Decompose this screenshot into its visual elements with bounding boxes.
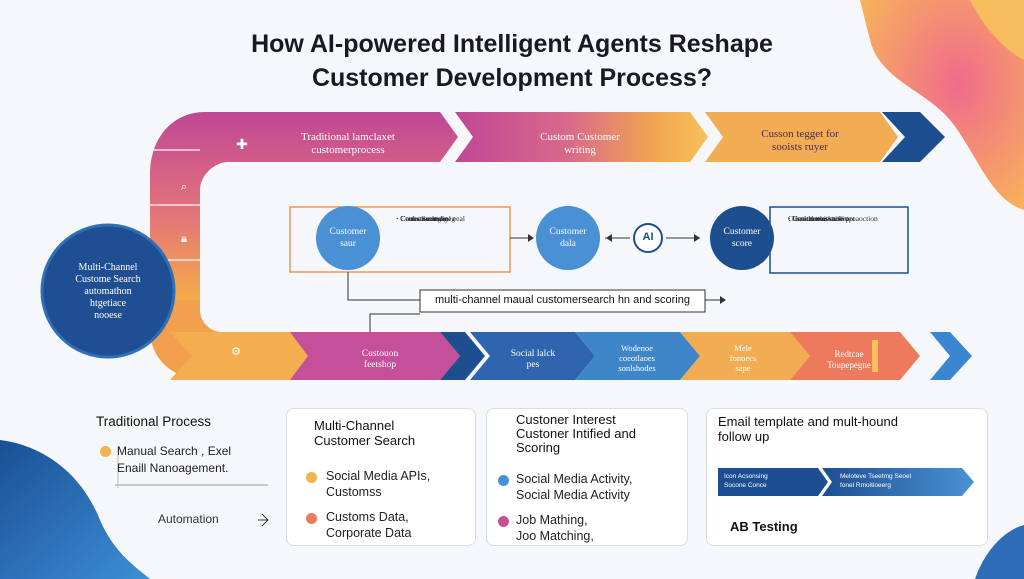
decor-blob-bottom-right [975,525,1024,579]
node-1-label: Customer saur [329,227,367,249]
traditional-item: Manual Search , Exel Enaill Nanoagement. [117,444,232,475]
node-3-label: Customer score [723,227,761,249]
card-3-strip-left-text: Icon Acsonsing Socone Conce [724,473,768,489]
decor-blob-top-right [860,0,1024,210]
page-title-line2: Customer Development Process? [311,64,713,92]
bullet-dot [100,446,111,457]
magnifier-icon: ⌕ [180,181,188,193]
ai-badge-label: AI [642,231,654,243]
top-stage-2-label: Custom Customer writing [540,131,620,156]
top-band [150,112,458,300]
bottom-stage-1-label: Custouon feetshop [361,349,399,370]
bottom-stage-4-label: Mele fonoecs sape [729,343,757,373]
left-circle-label: Multi-Channel Custome Search automathon … [75,262,141,321]
card-2-title: Custoner Interest Custoner Intified and … [516,412,636,455]
note-line: · Cetcec socetarg [396,214,448,223]
note-line: · Cnoocaserlagie [396,214,447,223]
card-2-item-2: Job Mathing, Joo Matching, [516,513,594,543]
page-title-line1: How AI-powered Intelligent Agents Reshap… [251,30,773,58]
node-customer-saur [316,206,380,270]
decor-blob-bottom-left [0,440,150,579]
bullet-dot [306,513,317,524]
node-2-label: Customer dala [549,227,587,249]
bullet-dot [306,472,317,483]
bullet-dot [498,475,509,486]
card-3-strip [718,468,974,496]
node-customer-score [710,206,774,270]
card-1-item-1: Social Media APIs, Customss [326,469,431,499]
note-line: · Ceeicsnnloesnoeropt [788,214,855,223]
note-line: · Cutedt secitoachitt [788,214,849,223]
left-summary-circle [42,225,174,357]
bullet-dot [498,516,509,527]
card-2-item-1: Social Media Activity, Social Media Acti… [516,472,633,502]
card-3-foot: AB Testing [730,519,798,534]
card-3-strip-right-text: Meloteve Tseetmg Seoel fonel Rmoitioeerg [840,473,912,489]
lock-icon: 🔒︎ [181,233,187,245]
bottom-stage-5-label: Redtcae Toupepegne [827,349,871,370]
top-stage-3-label: Cusson tegget for sooists ruyer [761,128,839,153]
bottom-stage-2-label: Social lalck pes [510,349,556,370]
middle-caption: multi-channel maual customersearch hn an… [435,294,690,306]
note-line: · Gaeual snnoctish proaoction [788,214,878,223]
traditional-title: Traditional Process [96,414,212,429]
top-stage-1-label: Traditional lamclaxet customerprocess [301,131,395,156]
automation-label: Automation [158,512,219,526]
bottom-stage-3-label: Wodenoe coeotlaoes sonlshodes [618,343,656,373]
plus-icon: ✚ [236,136,248,152]
note-line: · Costrs Sumedineg [396,214,456,223]
card-3-title: Email template and mult-hound follow up [718,414,898,444]
gear-icon: ⚙ [231,346,241,358]
note-line: · Cookcte aoteaml eeal [396,214,465,223]
note-line: Cusectcntter [788,214,826,223]
ai-badge-circle [633,223,663,253]
card-customer-interest [486,408,688,546]
node-customer-dala [536,206,600,270]
card-1-item-2: Customs Data, Corporate Data [326,510,412,540]
note-line: · Ucaitmet asktcte [788,214,843,223]
card-1-title: Multi-Channel Customer Search [314,418,416,448]
card-multi-channel-search [286,408,476,546]
note-line: · Ceee sosocnes [396,214,444,223]
